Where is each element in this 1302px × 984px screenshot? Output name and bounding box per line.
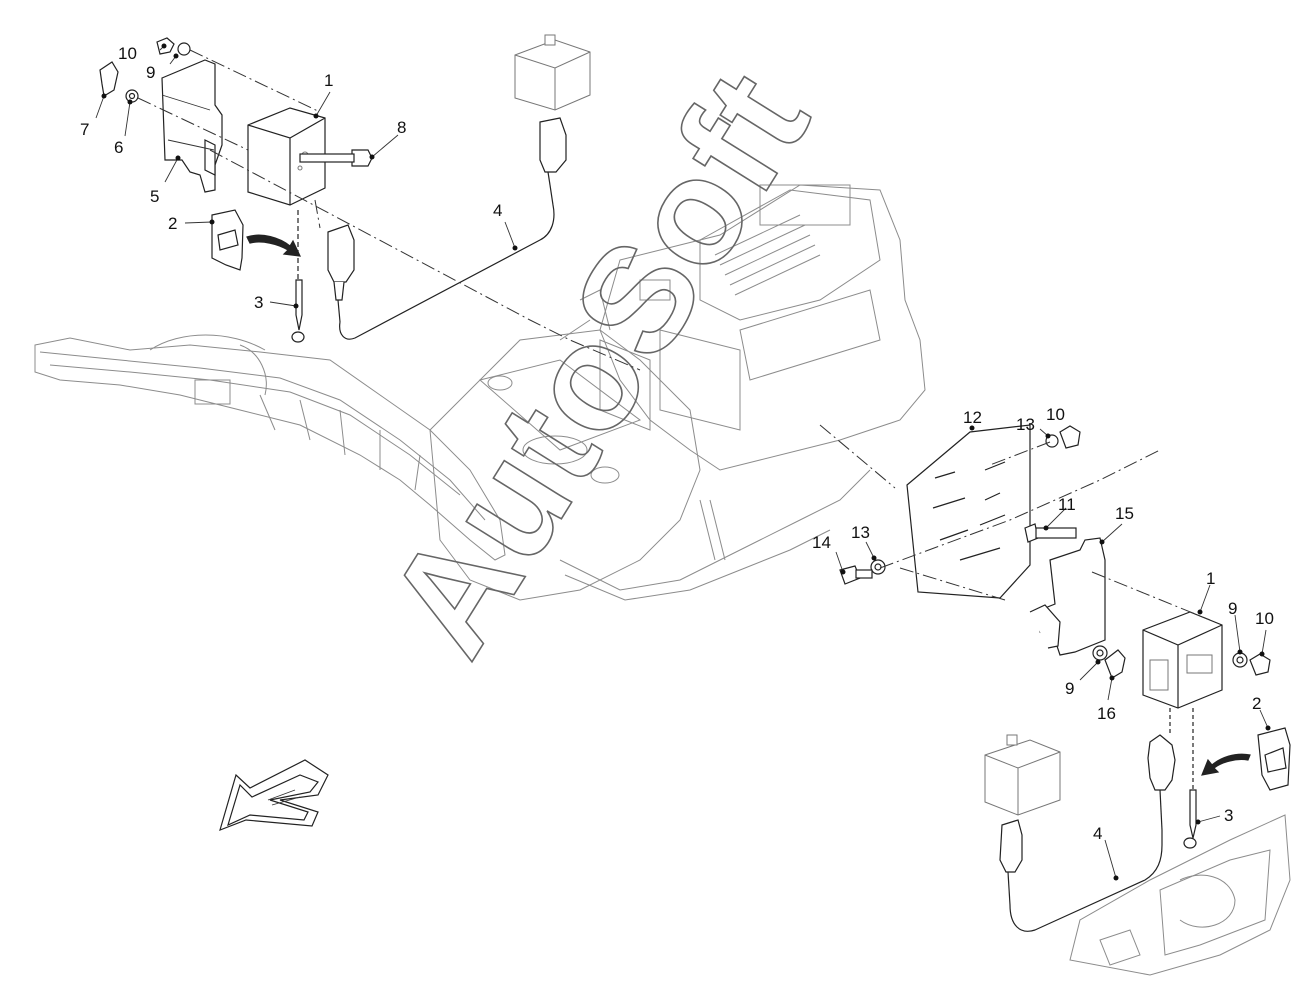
nut-part-10c bbox=[1059, 425, 1081, 449]
callout-1: 1 bbox=[324, 71, 333, 90]
callout-10b: 10 bbox=[1255, 609, 1274, 628]
callout-labels: 1 2 3 4 5 6 7 8 9 10 1 2 3 4 9 9 10 10 1… bbox=[80, 44, 1274, 843]
callout-5: 5 bbox=[150, 187, 159, 206]
plate-part-12 bbox=[906, 424, 1031, 599]
leader-lines bbox=[95, 45, 1269, 879]
assembly-right bbox=[819, 424, 1291, 932]
connector-part bbox=[327, 224, 355, 283]
wing-nut-part-16 bbox=[1104, 649, 1126, 679]
callout-13b: 13 bbox=[851, 523, 870, 542]
callout-4: 4 bbox=[493, 201, 502, 220]
washer-part-9 bbox=[177, 42, 191, 56]
cable-part-4 bbox=[339, 184, 555, 340]
callout-12: 12 bbox=[963, 408, 982, 427]
machine-outline bbox=[34, 184, 1291, 976]
callout-3b: 3 bbox=[1224, 806, 1233, 825]
assembly-left bbox=[99, 34, 641, 371]
callout-10c: 10 bbox=[1046, 405, 1065, 424]
junction-box-upper bbox=[514, 39, 591, 111]
callout-13: 13 bbox=[1016, 415, 1035, 434]
pin-part-3b bbox=[1189, 789, 1197, 839]
callout-8: 8 bbox=[397, 118, 406, 137]
watermark-text: AutoSoft bbox=[355, 42, 841, 682]
pin-part-3 bbox=[295, 279, 303, 331]
callout-15: 15 bbox=[1115, 504, 1134, 523]
arrow-icon bbox=[246, 234, 302, 257]
watermark: AutoSoft bbox=[354, 42, 842, 683]
callout-16: 16 bbox=[1097, 704, 1116, 723]
callout-3: 3 bbox=[254, 293, 263, 312]
direction-arrow-icon bbox=[219, 759, 329, 831]
junction-box-lower bbox=[984, 739, 1061, 816]
nut-part-10b bbox=[1249, 653, 1271, 676]
callout-9c: 9 bbox=[1065, 679, 1074, 698]
arrow-icon-right bbox=[1201, 753, 1251, 776]
cable-part-4b bbox=[1009, 830, 1163, 932]
callout-1b: 1 bbox=[1206, 569, 1215, 588]
callout-14: 14 bbox=[812, 533, 831, 552]
callout-10: 10 bbox=[118, 44, 137, 63]
callout-6: 6 bbox=[114, 138, 123, 157]
callout-4b: 4 bbox=[1093, 824, 1102, 843]
callout-7: 7 bbox=[80, 120, 89, 139]
callout-9: 9 bbox=[146, 63, 155, 82]
callout-2b: 2 bbox=[1252, 694, 1261, 713]
sensor-box-part-1 bbox=[247, 107, 326, 206]
callout-11: 11 bbox=[1058, 495, 1076, 514]
wing-nut-part-7 bbox=[99, 61, 119, 97]
callout-2: 2 bbox=[168, 214, 177, 233]
callout-9b: 9 bbox=[1228, 599, 1237, 618]
callout-dots bbox=[101, 43, 1271, 881]
bolt-part-8 bbox=[351, 149, 373, 167]
